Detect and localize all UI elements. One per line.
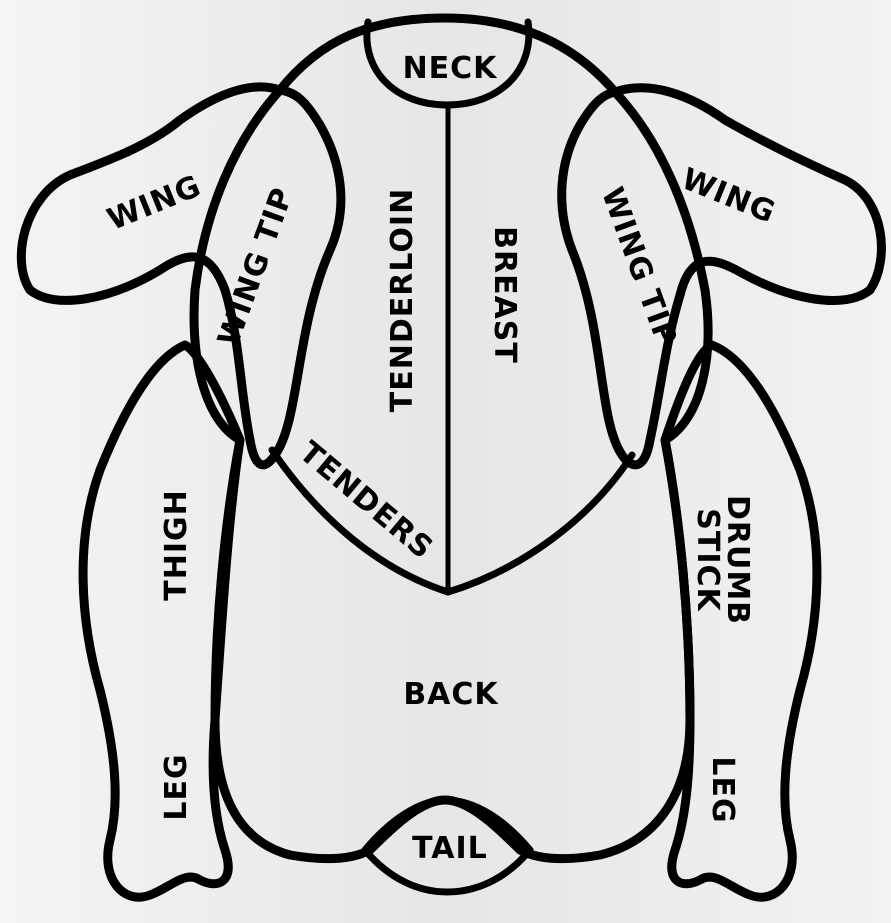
label-thigh: THIGH (159, 489, 194, 600)
label-neck: NECK (403, 51, 499, 86)
label-tail: TAIL (412, 831, 488, 866)
label-stick: STICK (690, 508, 725, 612)
label-leg-right: LEG (705, 756, 740, 823)
label-back: BACK (403, 677, 499, 712)
label-leg-left: LEG (159, 753, 194, 820)
label-breast: BREAST (487, 226, 522, 364)
label-tenderloin: TENDERLOIN (385, 188, 420, 412)
